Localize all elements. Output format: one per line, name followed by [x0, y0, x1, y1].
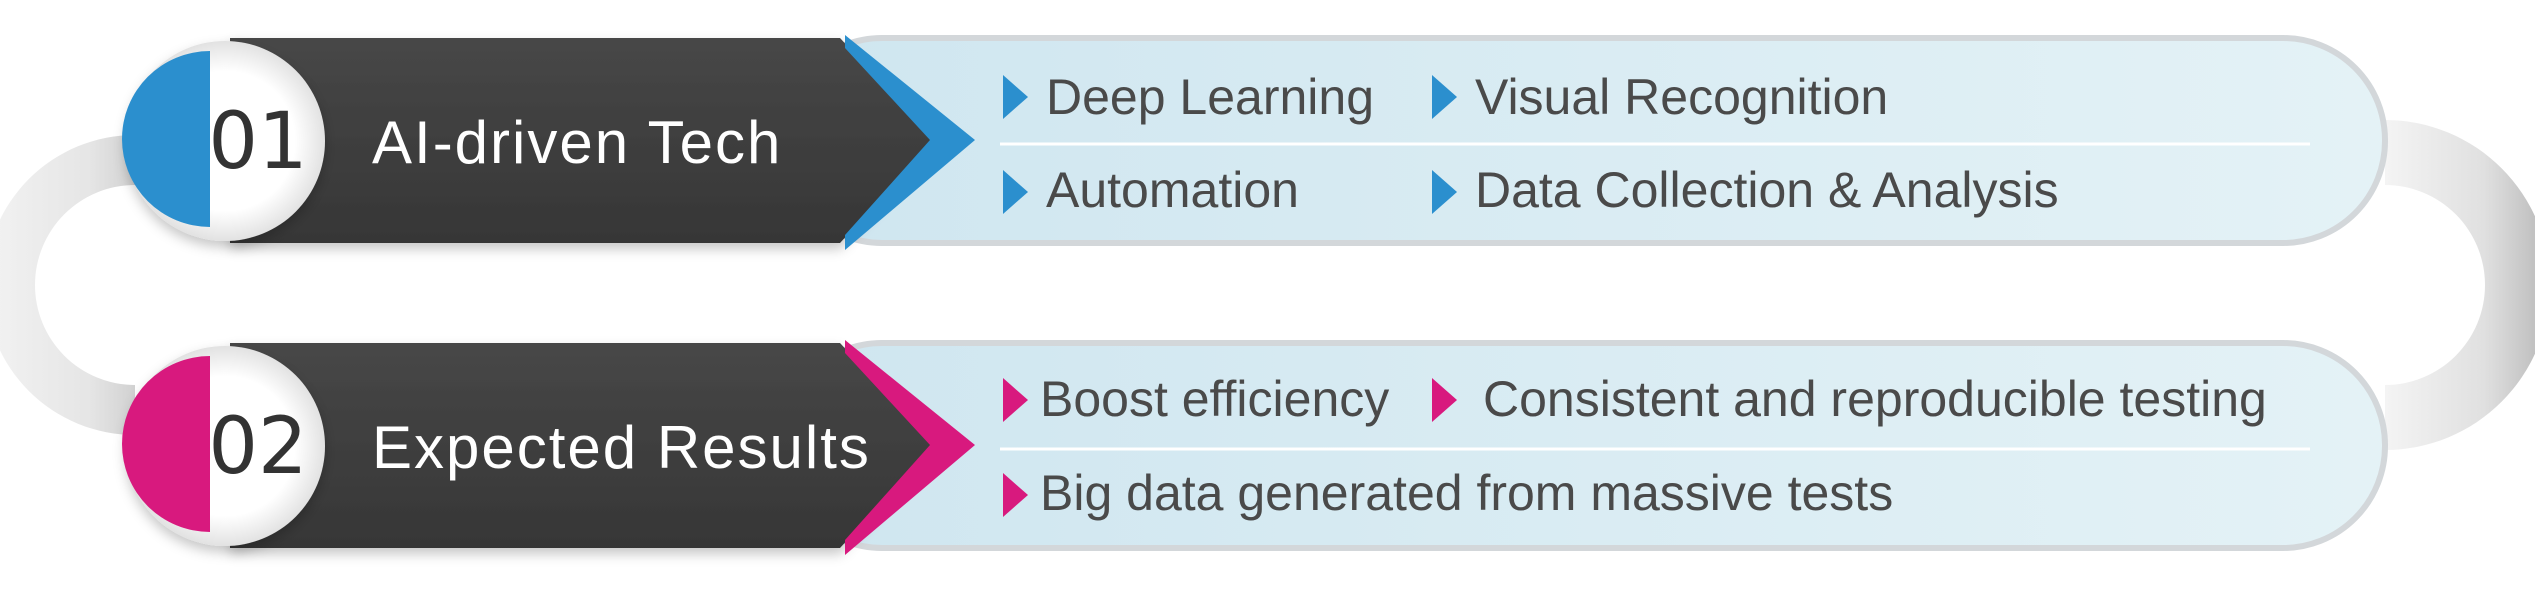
- triangle-bullet-icon: [1003, 378, 1028, 422]
- list-item-label: Visual Recognition: [1475, 69, 1888, 125]
- list-item: Automation: [1003, 162, 1299, 218]
- triangle-bullet-icon: [1003, 170, 1028, 214]
- row-expected-results: 02 Expected Results Boost efficiency Con…: [122, 340, 2388, 555]
- label-bar: [230, 38, 935, 243]
- row-title: Expected Results: [372, 414, 871, 481]
- number-badge: 02: [122, 346, 325, 546]
- left-connector-loop: [0, 135, 135, 435]
- accent-chevron: [845, 340, 975, 555]
- number-badge: 01: [122, 41, 325, 241]
- list-item: Visual Recognition: [1432, 69, 1888, 125]
- triangle-bullet-icon: [1432, 75, 1457, 119]
- label-bar: [230, 343, 935, 548]
- accent-chevron: [845, 35, 975, 250]
- list-item-label: Automation: [1046, 162, 1299, 218]
- list-item-label: Data Collection & Analysis: [1475, 162, 2059, 218]
- list-item-label: Deep Learning: [1046, 69, 1374, 125]
- list-item: Boost efficiency: [1003, 371, 1389, 427]
- list-item: Big data generated from massive tests: [1003, 465, 1893, 521]
- right-connector-loop: [2385, 120, 2535, 450]
- triangle-bullet-icon: [1432, 378, 1457, 422]
- list-item: Deep Learning: [1003, 69, 1374, 125]
- triangle-bullet-icon: [1003, 75, 1028, 119]
- badge-accent-half: [122, 51, 210, 227]
- row-title: AI-driven Tech: [372, 109, 782, 176]
- row-number: 02: [208, 402, 307, 492]
- triangle-bullet-icon: [1003, 473, 1028, 517]
- triangle-bullet-icon: [1432, 170, 1457, 214]
- list-item-label: Boost efficiency: [1040, 371, 1389, 427]
- list-item-label: Big data generated from massive tests: [1040, 465, 1893, 521]
- list-item: Consistent and reproducible testing: [1432, 371, 2267, 427]
- list-item-label: Consistent and reproducible testing: [1483, 371, 2267, 427]
- connector-loops: [0, 120, 2535, 450]
- row-number: 01: [208, 97, 307, 187]
- row-ai-driven-tech: 01 AI-driven Tech Deep Learning Visual R…: [122, 35, 2388, 250]
- badge-accent-half: [122, 356, 210, 532]
- list-item: Data Collection & Analysis: [1432, 162, 2059, 218]
